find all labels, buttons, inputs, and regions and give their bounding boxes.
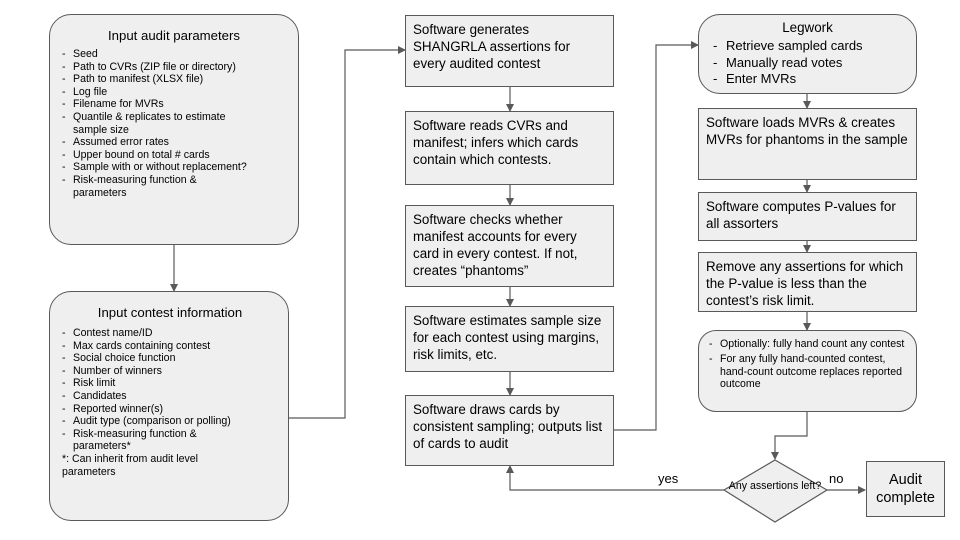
optional-hand-count-list: Optionally: fully hand count any contest… <box>709 338 906 391</box>
step-remove-assertions: Remove any assertions for which the P-va… <box>698 252 917 312</box>
list-item: Manually read votes <box>713 55 902 72</box>
step-check-manifest: Software checks whether manifest account… <box>405 205 614 287</box>
contest-information-list: Contest name/ID Max cards containing con… <box>62 327 278 453</box>
step-estimate-sample-size: Software estimates sample size for each … <box>405 306 614 372</box>
list-item: Risk-measuring function & parameters <box>62 174 223 199</box>
contest-information-footnote: *: Can inherit from audit level paramete… <box>62 452 199 478</box>
list-item: Enter MVRs <box>713 71 902 88</box>
list-item: Quantile & replicates to estimate sample… <box>62 111 258 136</box>
list-item: Retrieve sampled cards <box>713 38 902 55</box>
step-compute-pvalues: Software computes P-values for all assor… <box>698 192 917 241</box>
list-item: Path to CVRs (ZIP file or directory) <box>62 61 286 74</box>
list-item: Reported winner(s) <box>62 403 278 416</box>
list-item: For any fully hand-counted contest, hand… <box>709 353 906 390</box>
list-item: Sample with or without replacement? <box>62 161 286 174</box>
arrow-decision-yes <box>506 465 724 491</box>
arrow-optional-to-decision <box>771 412 808 460</box>
optional-hand-count-box: Optionally: fully hand count any contest… <box>698 330 917 412</box>
legwork-list: Retrieve sampled cards Manually read vot… <box>713 38 902 88</box>
list-item: Candidates <box>62 390 278 403</box>
list-item: Filename for MVRs <box>62 98 286 111</box>
audit-parameters-box: Input audit parameters Seed Path to CVRs… <box>49 14 299 245</box>
legwork-title: Legwork <box>782 20 833 35</box>
yes-label: yes <box>658 471 679 486</box>
list-item: Audit type (comparison or polling) <box>62 415 278 428</box>
list-item: Number of winners <box>62 365 278 378</box>
audit-complete-box: Audit complete <box>866 461 945 517</box>
list-item: Upper bound on total # cards <box>62 149 286 162</box>
list-item: Seed <box>62 48 286 61</box>
contest-information-title: Input contest information <box>97 305 243 320</box>
list-item: Path to manifest (XLSX file) <box>62 73 286 86</box>
legwork-box: Legwork Retrieve sampled cards Manually … <box>698 14 917 94</box>
arrow-draw-to-legwork <box>614 41 699 431</box>
contest-information-box: Input contest information Contest name/I… <box>49 291 289 521</box>
step-generate-assertions: Software generates SHANGRLA assertions f… <box>405 15 614 87</box>
decision-question: Any assertions left? <box>728 480 822 492</box>
audit-parameters-list: Seed Path to CVRs (ZIP file or directory… <box>62 48 286 199</box>
decision-diamond <box>722 459 829 523</box>
step-load-mvrs: Software loads MVRs & creates MVRs for p… <box>698 108 917 180</box>
list-item: Max cards containing contest <box>62 340 278 353</box>
audit-parameters-title: Input audit parameters <box>108 28 240 43</box>
list-item: Log file <box>62 86 286 99</box>
list-item: Optionally: fully hand count any contest <box>709 338 906 351</box>
list-item: Social choice function <box>62 352 278 365</box>
list-item: Risk limit <box>62 377 278 390</box>
step-read-cvrs: Software reads CVRs and manifest; infers… <box>405 111 614 185</box>
list-item: Risk-measuring function & parameters* <box>62 428 223 453</box>
list-item: Contest name/ID <box>62 327 278 340</box>
audit-complete-label: Audit complete <box>876 472 935 506</box>
arrow-contest-to-generate <box>289 46 406 419</box>
no-label: no <box>829 471 844 486</box>
step-draw-cards: Software draws cards by consistent sampl… <box>405 395 614 466</box>
list-item: Assumed error rates <box>62 136 286 149</box>
